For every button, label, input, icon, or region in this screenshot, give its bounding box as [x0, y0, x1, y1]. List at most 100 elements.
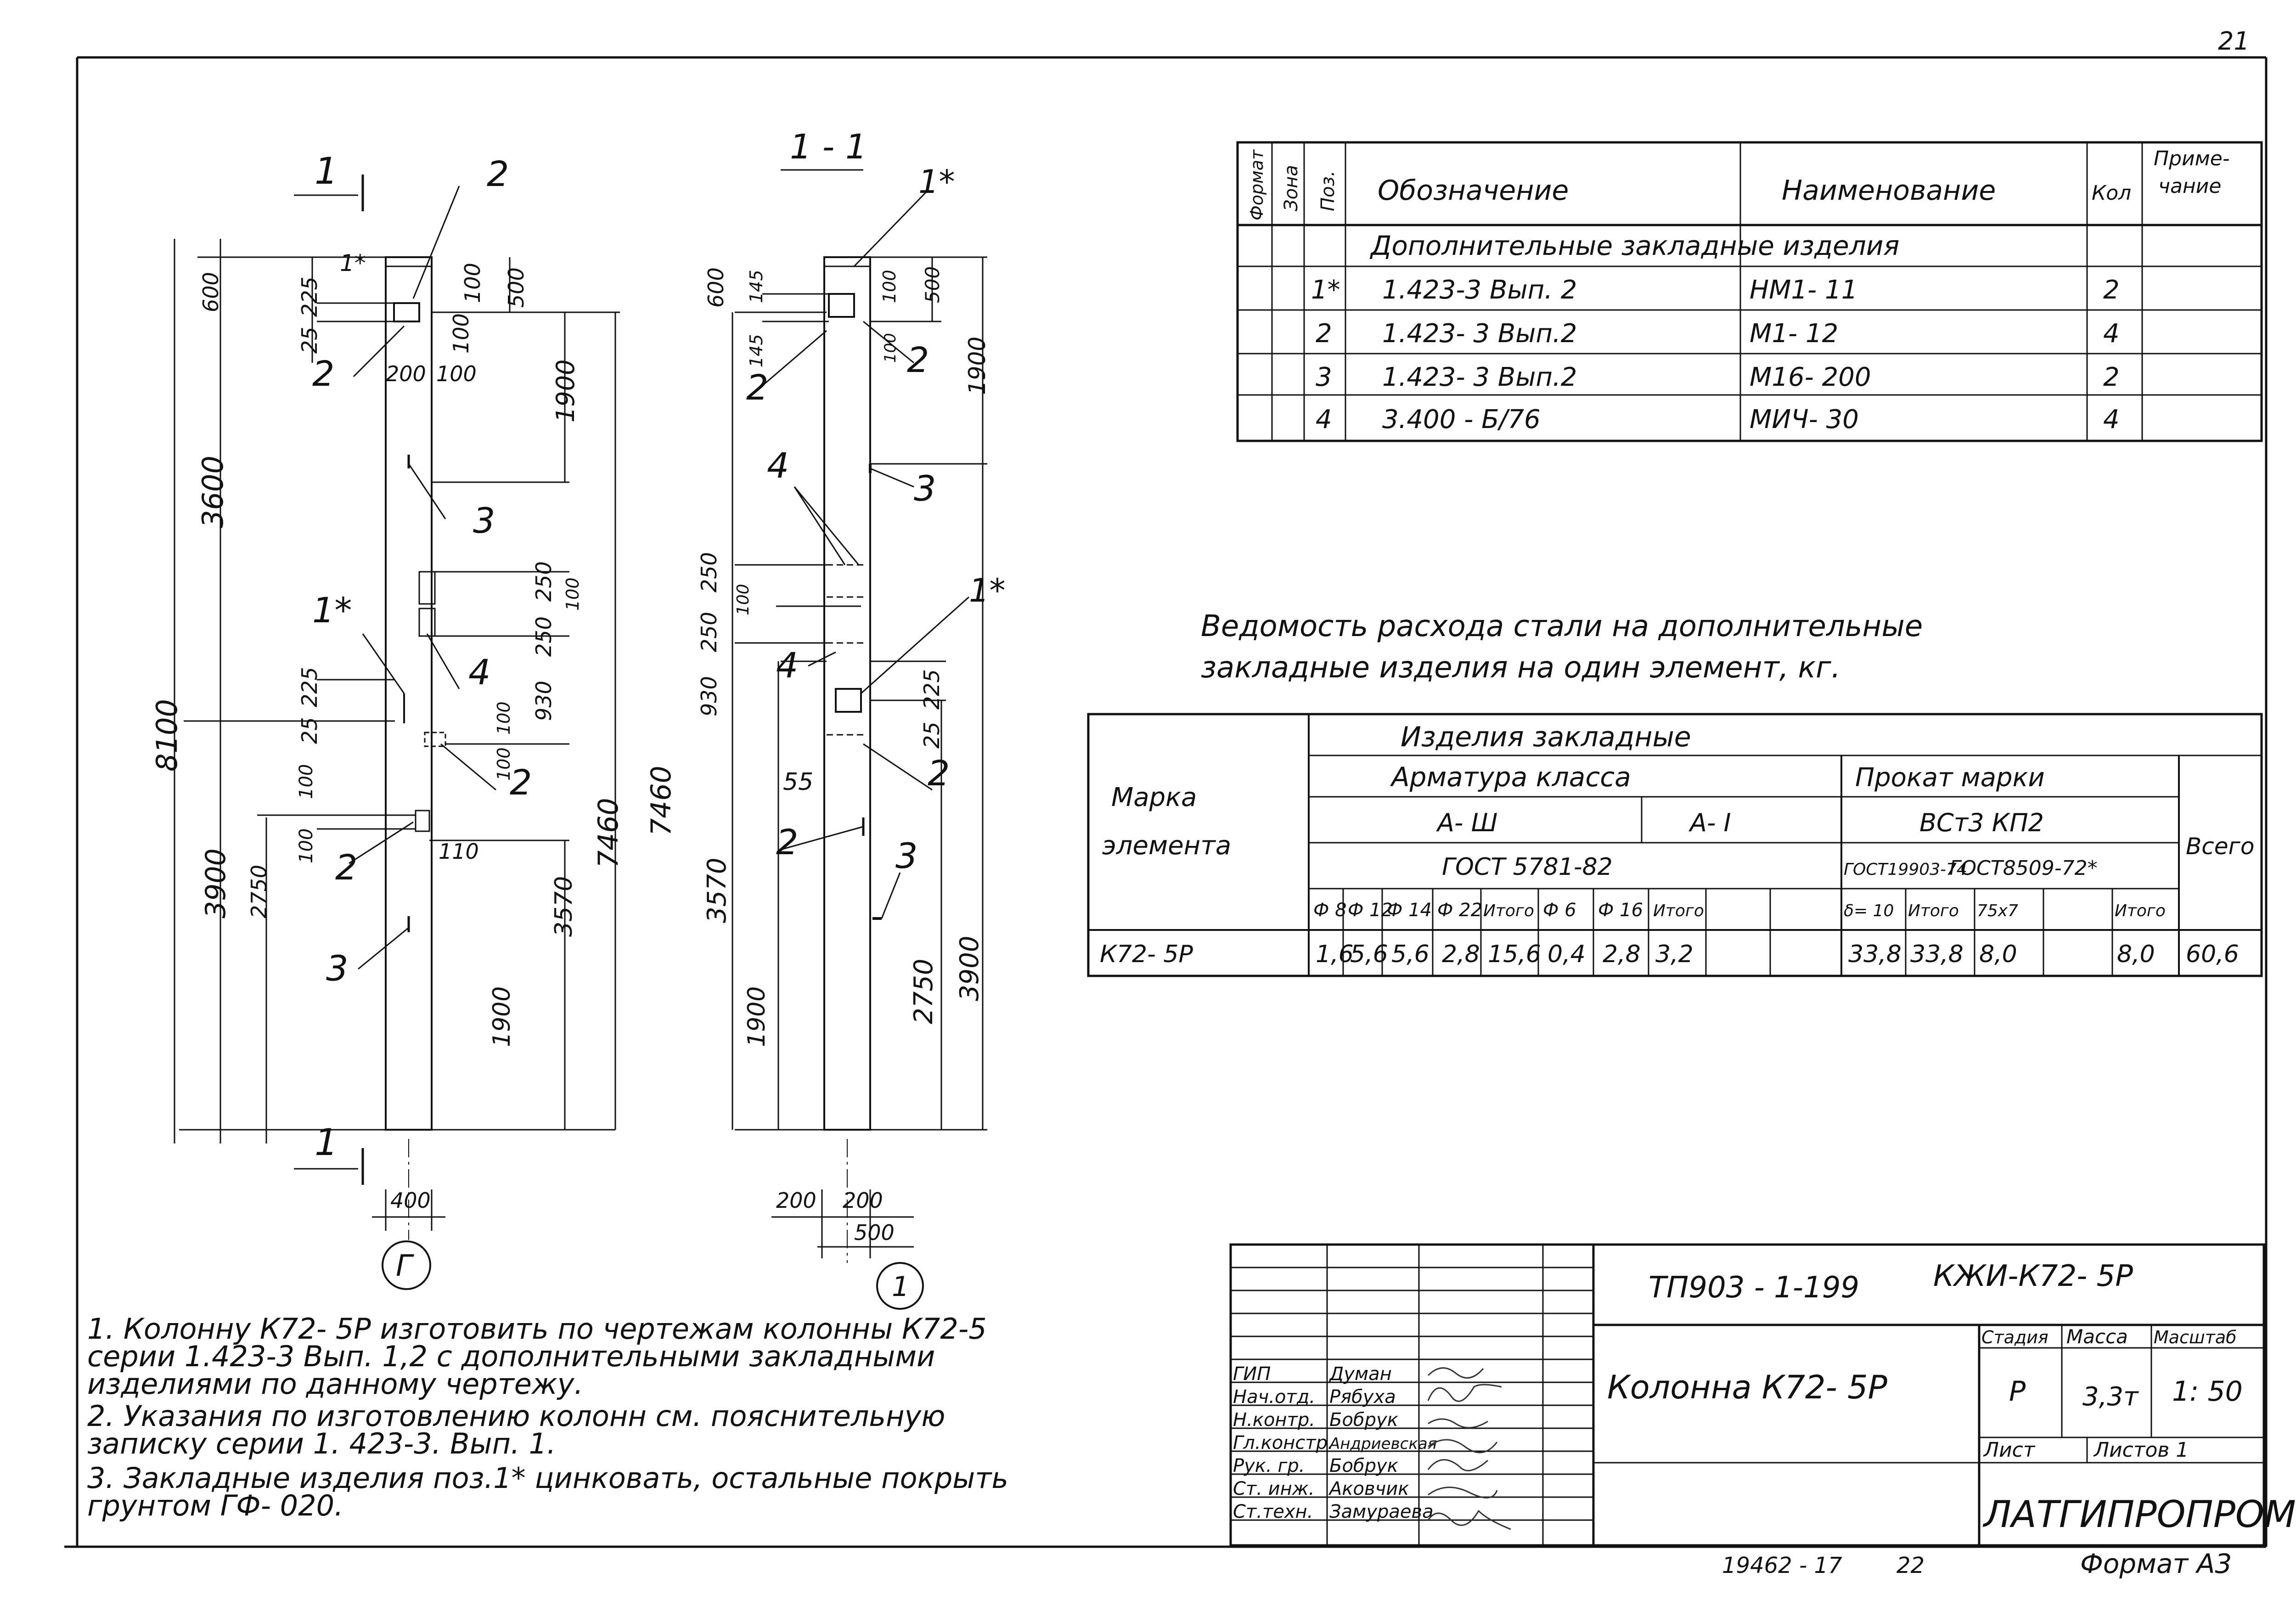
sdim-145-top: 145 [746, 270, 766, 303]
signature-1 [1427, 1367, 1484, 1379]
sdim-3900: 3900 [955, 935, 985, 1001]
scallout-3-top: 3 [914, 468, 936, 509]
spec-r2-qty: 4 [2103, 319, 2120, 349]
dim-25-mid: 25 [297, 717, 322, 744]
title-mass: 3,3т [2082, 1382, 2139, 1412]
title-stage: Р [2009, 1375, 2026, 1408]
person-3: Бобрук [1329, 1409, 1398, 1431]
steel-title-1: Ведомость расхода стали на дополнительны… [1201, 609, 1923, 643]
spec-r3-pos: 3 [1316, 362, 1332, 392]
note-line-7: грунтом ГФ- 020. [87, 1489, 343, 1522]
sdim-500-bottom: 500 [854, 1220, 895, 1245]
steel-val-3: 5,6 [1391, 941, 1429, 968]
embedded-part-2-mid [424, 732, 446, 747]
axis-bubble-left [382, 1240, 431, 1290]
leader-2-top [353, 325, 405, 377]
column-outline [385, 256, 433, 1131]
title-name: Колонна К72- 5Р [1607, 1369, 1888, 1406]
dim-100-right2: 100 [449, 313, 473, 354]
sdim-55: 55 [783, 768, 813, 796]
note-line-1: 1. Колонну К72- 5Р изготовить по чертежа… [87, 1312, 987, 1346]
sdim-600: 600 [703, 267, 728, 308]
sdim-145-mid: 145 [746, 334, 766, 367]
sdim-250-b: 250 [697, 612, 721, 652]
person-5: Бобрук [1329, 1455, 1398, 1476]
section-num-top: 1 [315, 150, 338, 192]
sdim-200: 200 [776, 1188, 816, 1213]
steel-table: Марка элемента Изделия закладные Арматур… [1087, 713, 2263, 977]
spec-group-title: Дополнительные закладные изделия [1369, 230, 1899, 261]
dim-100-mid2: 100 [494, 747, 514, 781]
callout-3-upper: 3 [473, 500, 495, 541]
callout-2-mid: 2 [510, 762, 532, 803]
steel-val-6: 0,4 [1548, 941, 1586, 968]
steel-mark-l1: Марка [1111, 783, 1197, 812]
steel-sub-2: Ф 12 [1348, 900, 1393, 921]
title-block-border [1229, 1243, 2265, 1547]
steel-sub-4: Ф 22 [1437, 900, 1482, 921]
section-outline [823, 256, 871, 1131]
steel-val-4: 2,8 [1442, 941, 1480, 968]
scallout-2-mid: 2 [928, 753, 950, 794]
axis-label-left: Г [396, 1249, 414, 1283]
note-line-3: изделиями по данному чертежу. [87, 1367, 583, 1401]
spec-r3-name: М16- 200 [1750, 362, 1871, 392]
dim-100-a: 100 [563, 577, 583, 611]
spec-r2-designation: 1.423- 3 Вып.2 [1382, 319, 1577, 349]
section-part-1s [835, 688, 862, 713]
callout-2-top: 2 [312, 353, 334, 394]
steel-val-2: 5,6 [1350, 941, 1388, 968]
embedded-part-4b [418, 608, 436, 637]
dim-250-a: 250 [531, 561, 556, 602]
title-sheets-label: Листов 1 [2093, 1438, 2189, 1462]
steel-sub-10: Итого [1908, 901, 1959, 920]
steel-a3: А- Ш [1436, 808, 1497, 837]
dim-1900-low: 1900 [488, 986, 516, 1047]
title-block: ТП903 - 1-199 КЖИ-К72- 5Р Колонна К72- 5… [1229, 1243, 2296, 1547]
dim-930-left: 930 [531, 681, 556, 721]
role-5: Рук. гр. [1233, 1455, 1305, 1476]
steel-val-1: 1,6 [1316, 941, 1354, 968]
spec-r2-name: М1- 12 [1750, 319, 1838, 349]
callout-3-low: 3 [326, 948, 348, 989]
role-7: Ст.техн. [1233, 1501, 1313, 1522]
signature-5 [1427, 1459, 1488, 1471]
sdim-100-top: 100 [879, 270, 900, 303]
section-title: 1 - 1 [790, 127, 867, 167]
role-6: Ст. инж. [1233, 1478, 1315, 1499]
steel-sub-8: Итого [1653, 901, 1704, 920]
spec-r3-designation: 1.423- 3 Вып.2 [1382, 362, 1577, 392]
steel-sub-1: Ф 8 [1313, 900, 1347, 921]
section-part-top [828, 293, 855, 318]
dim-100-right: 100 [460, 263, 485, 303]
title-scale-label: Масштаб [2154, 1327, 2237, 1347]
scallout-4-upper: 4 [767, 445, 789, 486]
leader-3-low [358, 927, 409, 970]
person-7: Замураева [1329, 1501, 1434, 1522]
spec-head-zone: Зона [1281, 165, 1302, 211]
sleader-2-top-r [863, 321, 914, 364]
role-4: Гл.констр. [1233, 1432, 1334, 1454]
steel-val-8: 3,2 [1655, 941, 1694, 968]
steel-gost-a: ГОСТ19903-74 [1844, 860, 1967, 879]
person-1: Думан [1328, 1363, 1392, 1385]
scallout-4-lower: 4 [776, 645, 798, 686]
dim-100-left: 100 [436, 361, 477, 386]
steel-gost-b: ГОСТ8509-72* [1949, 856, 2098, 880]
page-number: 21 [2218, 27, 2250, 56]
sleader-1s-top [853, 190, 929, 267]
role-1: ГИП [1233, 1363, 1271, 1385]
steel-a1: А- I [1688, 808, 1731, 837]
spec-r1-qty: 2 [2103, 275, 2120, 305]
spec-r4-name: МИЧ- 30 [1750, 405, 1859, 434]
notes: 1. Колонну К72- 5Р изготовить по чертежа… [87, 1312, 1008, 1522]
person-4: Андриевская [1328, 1435, 1437, 1453]
spec-head-name: Наименование [1782, 175, 1996, 207]
spec-head-pos: Поз. [1317, 170, 1339, 211]
steel-sub-7: Ф 16 [1598, 900, 1643, 921]
title-scale: 1: 50 [2172, 1375, 2243, 1408]
dim-225-left: 225 [297, 276, 322, 317]
dim-400: 400 [390, 1188, 431, 1213]
sdim-2750: 2750 [909, 958, 939, 1024]
